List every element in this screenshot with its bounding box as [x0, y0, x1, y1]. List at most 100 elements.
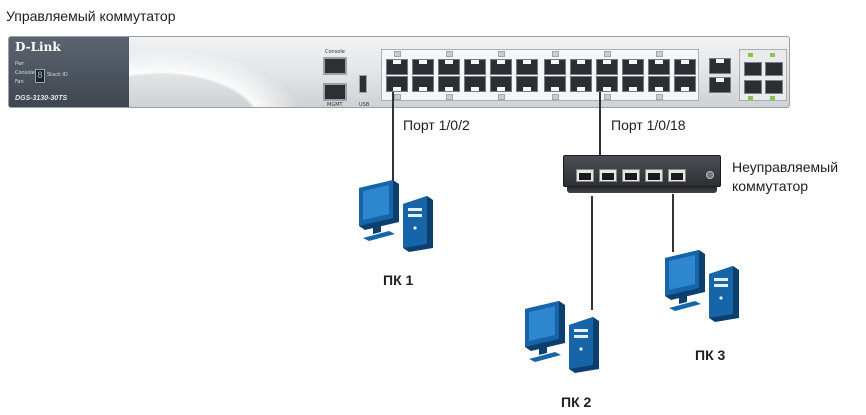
pc2-label: ПК 2 [561, 394, 592, 410]
port-number-tag [394, 94, 401, 100]
rj45-port [544, 59, 566, 75]
sfp-led [770, 53, 775, 57]
port-number-tag [446, 51, 453, 57]
rj45-port [596, 59, 618, 75]
pc-monitor-base [529, 352, 561, 362]
unmanaged-switch-body [563, 155, 721, 187]
sfp-port [744, 80, 762, 94]
pc-monitor-neck [679, 292, 687, 304]
sfp-led [748, 96, 753, 100]
stack-id-display: 8 [35, 69, 45, 83]
rj45-port [464, 59, 486, 75]
rj45-port [412, 59, 434, 75]
port-number-tag [656, 94, 663, 100]
combo-rj45-port [709, 77, 731, 93]
sfp-port [765, 62, 783, 76]
pc-monitor-base [363, 231, 395, 241]
sfp-port-block [739, 49, 787, 101]
pc-tower-front [403, 196, 427, 248]
pc-power-button [719, 296, 723, 300]
cable-unmanaged-to-pc2 [591, 196, 593, 310]
pc2-computer-icon [525, 301, 599, 373]
unmanaged-label-line1: Неуправляемый [732, 159, 839, 175]
unmanaged-switch-label: Неуправляемый коммутатор [732, 158, 838, 196]
unmanaged-label-line2: коммутатор [732, 178, 809, 194]
rj45-port [490, 76, 512, 92]
unmanaged-port [645, 169, 663, 182]
port-number-tag [498, 51, 505, 57]
pc-tower-front [709, 266, 733, 318]
switch-led-label: Pwr [15, 61, 25, 67]
port-number-tag [552, 94, 559, 100]
unmanaged-port [599, 169, 617, 182]
sfp-port [765, 80, 783, 94]
switch-brand-logo: D-Link [15, 40, 61, 54]
mgmt-port [323, 83, 347, 101]
pc-power-button [413, 226, 417, 230]
port-number-tag [604, 94, 611, 100]
rj45-port [438, 59, 460, 75]
rj45-port [464, 76, 486, 92]
sfp-port [744, 62, 762, 76]
port-b-label: Порт 1/0/18 [611, 117, 686, 133]
rj45-port [438, 76, 460, 92]
rj45-port [386, 59, 408, 75]
usb-port [359, 75, 367, 93]
rj45-port [648, 76, 670, 92]
pc-monitor-base [669, 301, 701, 311]
pc-monitor-neck [539, 343, 547, 355]
diagram-title: Управляемый коммутатор [6, 8, 176, 24]
unmanaged-switch [563, 155, 721, 197]
unmanaged-switch-base [567, 185, 717, 193]
managed-switch: D-Link Pwr Console Fan 8 Stack ID DGS-31… [8, 36, 790, 108]
sfp-led [770, 96, 775, 100]
switch-swoosh-decoration [89, 37, 329, 107]
unmanaged-port [668, 169, 686, 182]
mgmt-label: MGMT [327, 102, 343, 108]
rj45-port [648, 59, 670, 75]
power-jack-icon [706, 171, 714, 179]
rj45-port-block [381, 49, 699, 101]
combo-rj45-port [709, 58, 731, 74]
rj45-port [516, 76, 538, 92]
pc-power-button [579, 347, 583, 351]
switch-model-label: DGS-3130-30TS [15, 95, 68, 102]
pc-drive-bay [714, 284, 728, 287]
usb-label: USB [359, 102, 370, 108]
sfp-led [748, 53, 753, 57]
port-a-label: Порт 1/0/2 [403, 117, 470, 133]
pc-tower-front [569, 317, 593, 369]
pc-drive-bay [408, 208, 422, 211]
cable-port-a-to-pc1 [392, 92, 394, 188]
combo-port-block [703, 49, 737, 101]
pc-drive-bay [408, 214, 422, 217]
pc-drive-bay [714, 278, 728, 281]
port-number-tag [498, 94, 505, 100]
port-number-tag [552, 51, 559, 57]
rj45-port [674, 76, 696, 92]
pc1-label: ПК 1 [383, 272, 414, 288]
pc3-label: ПК 3 [695, 347, 726, 363]
console-label: Console [325, 49, 345, 55]
pc-monitor-screen [529, 306, 555, 341]
stack-id-label: Stack ID [47, 72, 68, 78]
cable-unmanaged-to-pc3 [672, 194, 674, 252]
port-number-tag [604, 51, 611, 57]
port-number-tag [394, 51, 401, 57]
switch-brand-panel: D-Link Pwr Console Fan 8 Stack ID DGS-31… [9, 37, 129, 107]
rj45-port [674, 59, 696, 75]
rj45-port [622, 59, 644, 75]
pc1-computer-icon [359, 180, 433, 252]
pc-monitor-screen [363, 185, 389, 220]
port-number-tag [446, 94, 453, 100]
unmanaged-port [622, 169, 640, 182]
pc-monitor-neck [373, 222, 381, 234]
rj45-port [570, 59, 592, 75]
rj45-port [596, 76, 618, 92]
pc3-computer-icon [665, 250, 739, 322]
cable-port-b-to-unmanaged-switch [599, 92, 601, 156]
pc-drive-bay [574, 335, 588, 338]
switch-led-label: Fan [15, 79, 24, 85]
pc-monitor-screen [669, 255, 695, 290]
rj45-port [544, 76, 566, 92]
